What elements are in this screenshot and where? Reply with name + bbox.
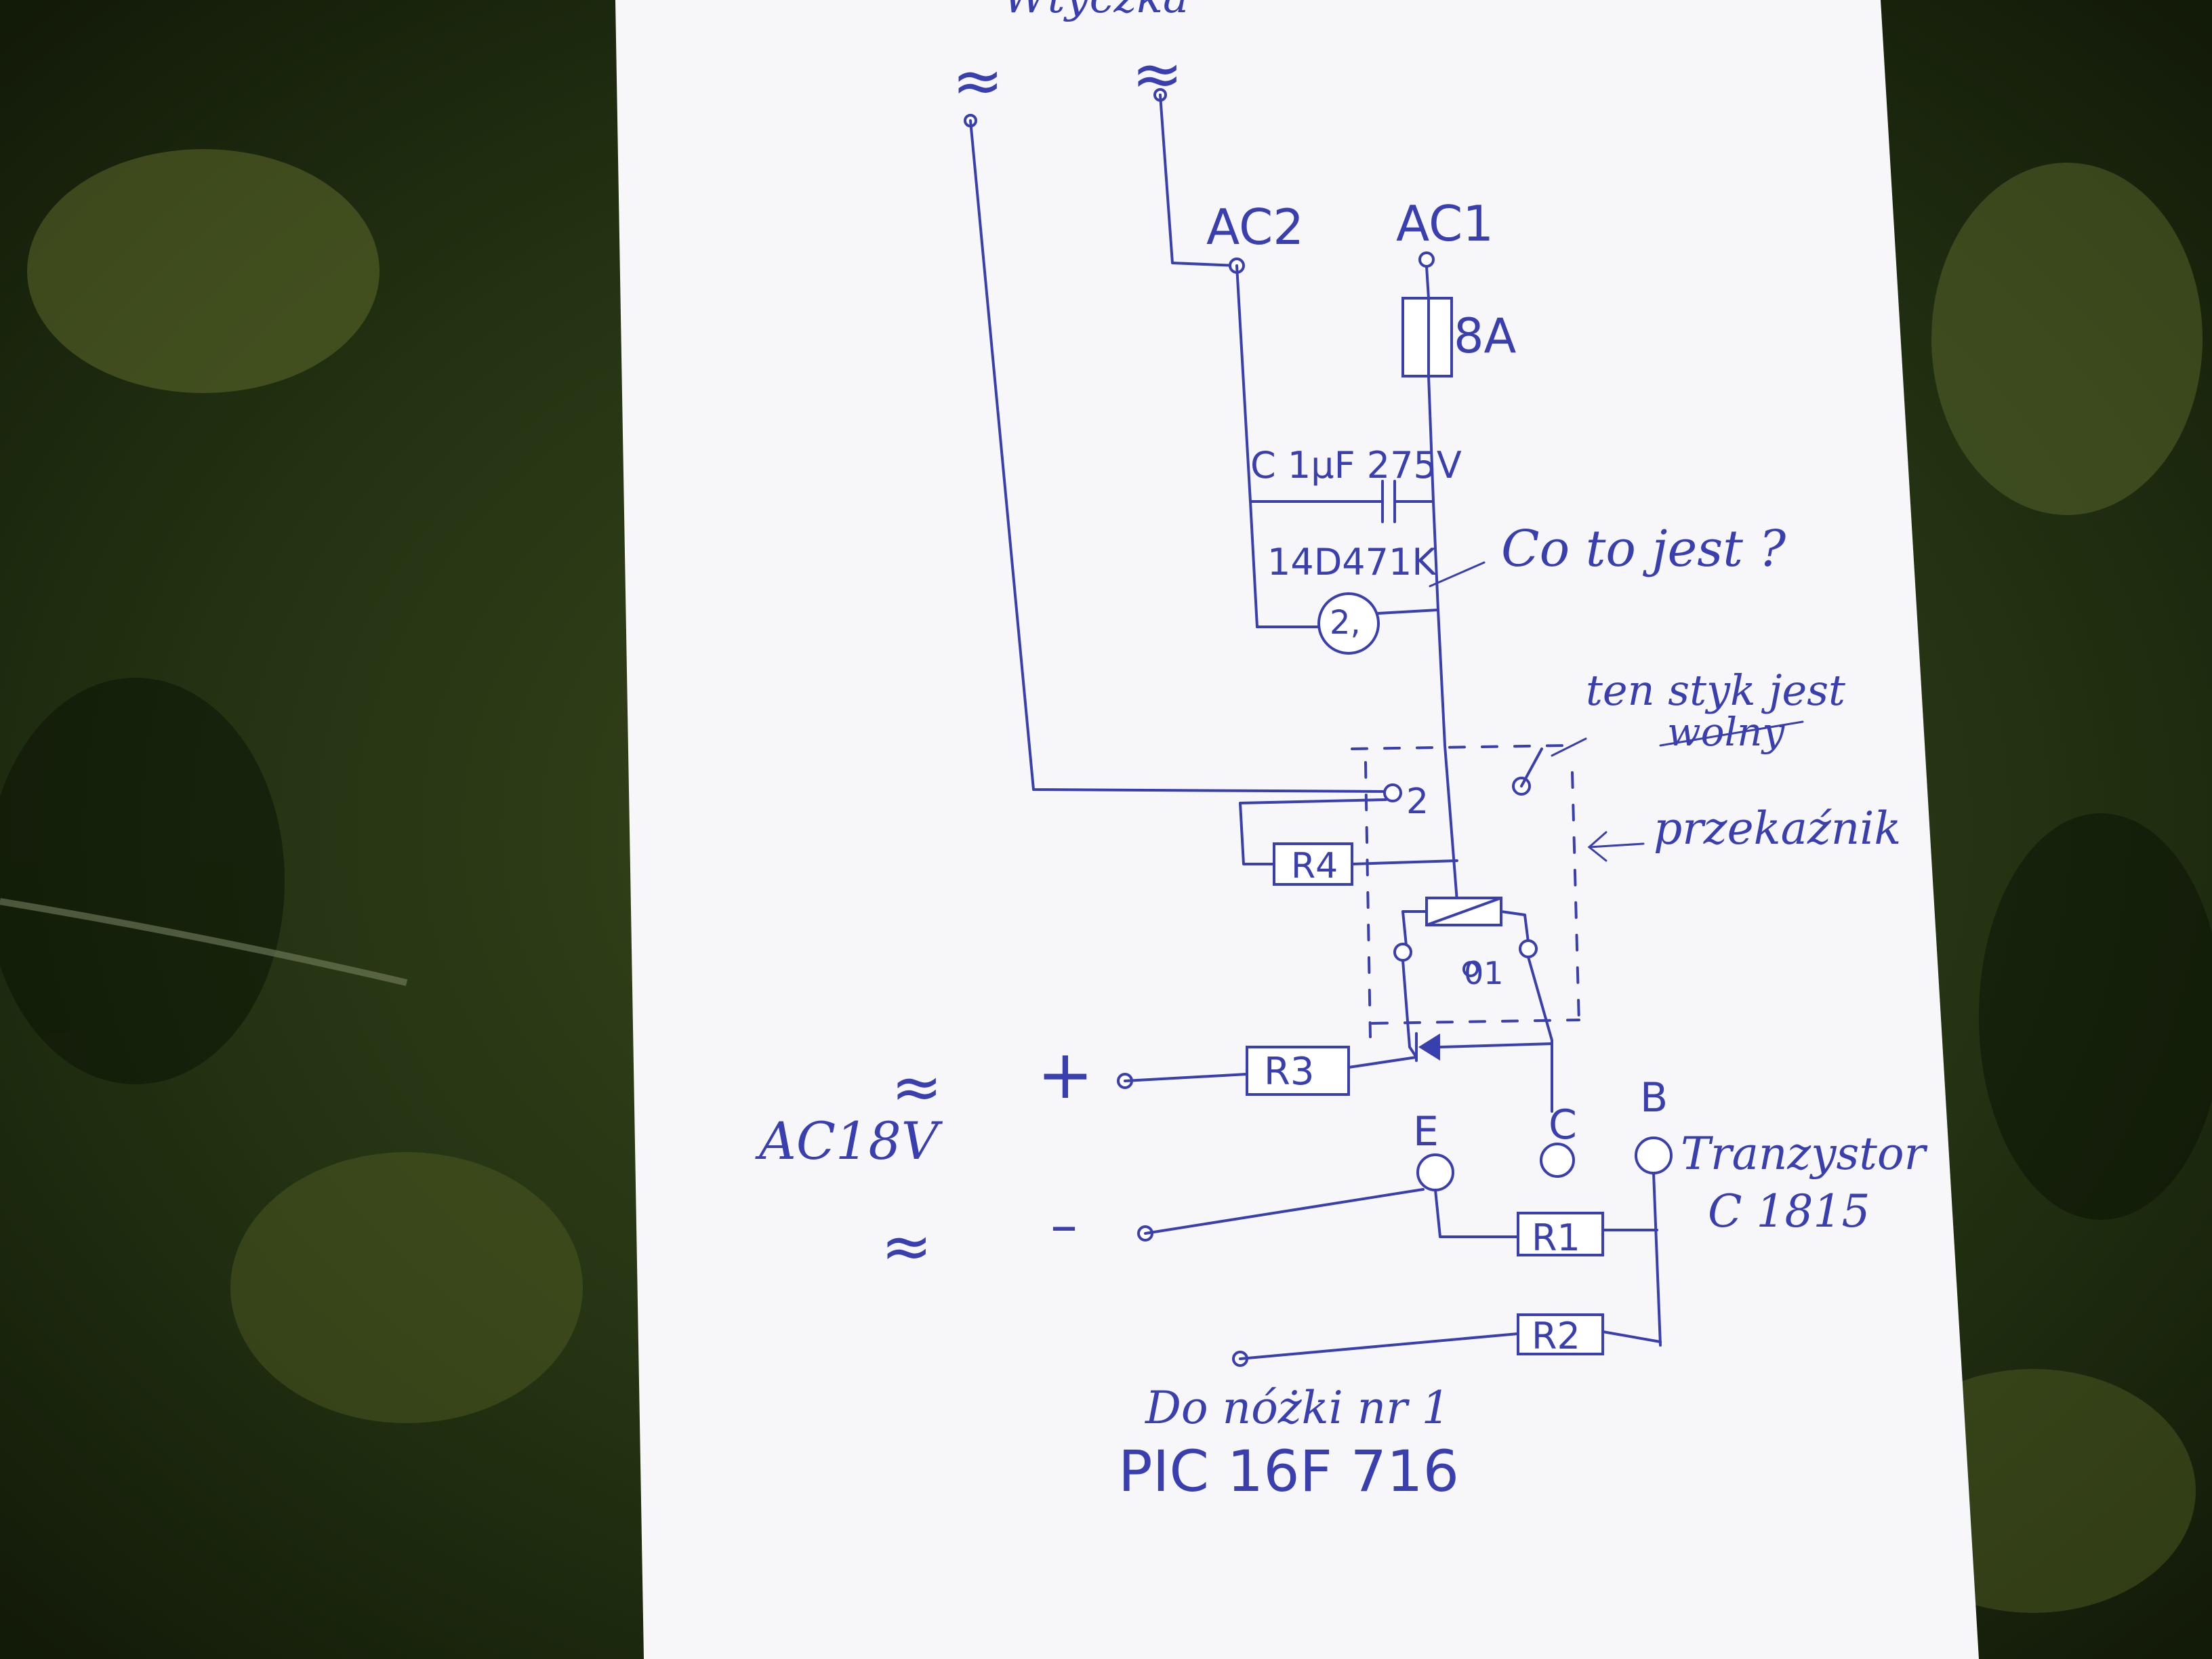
pic-label-line2: PIC 16F 716 (1118, 1438, 1459, 1504)
base-label: B (1640, 1074, 1668, 1122)
r1-resistor (1517, 1212, 1604, 1256)
top-partial-label: Wtyczka (1003, 0, 1189, 23)
r3-wire-left (1124, 1073, 1248, 1082)
r2-label: R2 (1532, 1315, 1580, 1357)
pic-label-line1: Do nóżki nr 1 (1145, 1382, 1450, 1434)
minus-label: – (1050, 1193, 1078, 1256)
emitter-terminal (1416, 1153, 1454, 1191)
r2-wire-left (1239, 1332, 1519, 1360)
mains-tilde-left: ≈ (952, 45, 1003, 117)
collector-label: C (1549, 1101, 1577, 1149)
transistor-label-line2: C 1815 (1708, 1185, 1870, 1237)
relay-pin1-label: 01 (1464, 955, 1504, 991)
relay-label: przekaźnik (1654, 802, 1901, 855)
capacitor-label: C 1µF 275V (1250, 444, 1462, 487)
mains-wire-right (1153, 88, 1238, 267)
minus-wire (1144, 1188, 1425, 1235)
emitter-label: E (1413, 1108, 1439, 1155)
r2-resistor (1517, 1313, 1604, 1355)
r3-wire-right (1347, 1046, 1418, 1069)
question-label: Co to jest ? (1501, 520, 1786, 578)
relay-contact-2 (1383, 783, 1402, 802)
varistor-inner-label: 2, (1330, 604, 1361, 642)
fuse-rating-label: 8A (1454, 308, 1517, 364)
r1-label: R1 (1532, 1216, 1580, 1259)
ac1-terminal (1418, 251, 1435, 268)
varistor (1256, 592, 1439, 655)
ac18v-tilde-top: ≈ (891, 1052, 942, 1123)
contact-note-line1: ten styk jest (1586, 665, 1845, 715)
r1-wire-left (1434, 1189, 1519, 1238)
relay-coil-terminal-left (1393, 943, 1412, 962)
relay-free-lever (1520, 747, 1543, 787)
plus-label: + (1037, 1035, 1094, 1114)
relay-arrow (1587, 831, 1645, 862)
coil-right-wire (1527, 956, 1553, 1113)
varistor-label: 14D471K (1267, 541, 1437, 583)
relay-pin2-label: 2 (1406, 781, 1429, 822)
contact-note-line2: wolny (1667, 709, 1785, 755)
paper-sheet (615, 0, 1979, 1659)
ac1-wire (1425, 265, 1430, 300)
r3-resistor (1246, 1046, 1350, 1096)
base-vertical-wire (1652, 1172, 1662, 1347)
question-arrow (1429, 561, 1486, 588)
base-terminal (1635, 1136, 1673, 1174)
fuse (1401, 297, 1453, 377)
r4-wire-right (1351, 859, 1458, 865)
mains-wire-left (964, 114, 1391, 793)
r4-wire-left (1239, 798, 1387, 865)
ac18v-label: AC18V (755, 1111, 943, 1171)
ac2-label: AC2 (1206, 199, 1304, 255)
r2-wire-right (1601, 1330, 1662, 1343)
transistor-label-line1: Tranzystor (1681, 1128, 1928, 1180)
capacitor (1249, 480, 1435, 523)
ac1-label: AC1 (1396, 195, 1494, 252)
collector-terminal (1540, 1143, 1575, 1178)
relay-pin1-terminal (1462, 961, 1479, 977)
contact-note-strike (1659, 720, 1804, 747)
coil-left-wire (1401, 959, 1411, 1048)
relay-coil-terminal-right (1519, 939, 1538, 958)
contact-note-arrow (1551, 737, 1587, 757)
r3-label: R3 (1264, 1050, 1315, 1094)
ac18v-tilde-bottom: ≈ (881, 1211, 932, 1282)
r4-label: R4 (1291, 846, 1338, 886)
